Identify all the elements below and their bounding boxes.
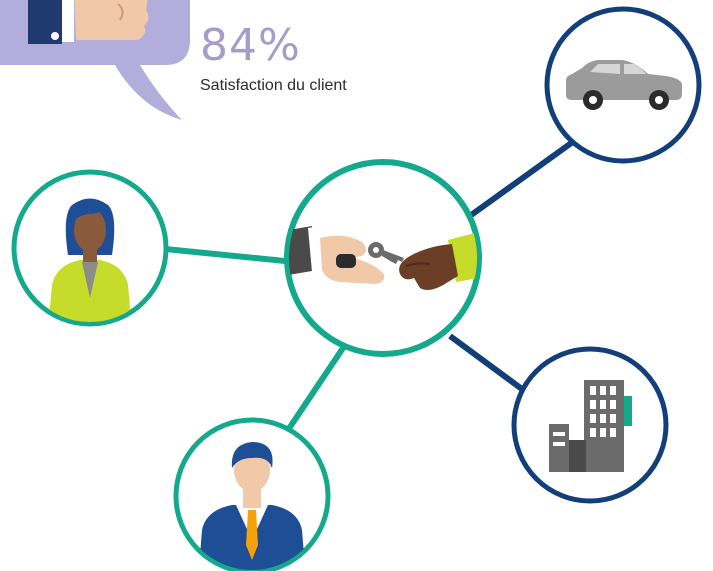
thumbs-up-icon [28,0,149,44]
handshake-node [284,159,482,357]
businessman-avatar-icon [198,442,306,570]
car-node [544,6,702,164]
speech-bubble [0,0,190,120]
building-node [511,346,669,504]
satisfaction-label: Satisfaction du client [200,77,347,94]
connector-lines [154,128,590,432]
line-to-woman [154,245,306,266]
office-building-icon [549,380,632,472]
line-to-car [465,128,590,221]
line-to-building [448,333,532,398]
woman-node [11,169,169,327]
man-node [173,417,331,571]
woman-avatar-icon [48,198,132,322]
satisfaction-percentage: 84% [200,20,301,71]
handshake-key-icon [289,226,477,290]
car-icon [566,60,682,110]
line-to-man [285,343,348,432]
